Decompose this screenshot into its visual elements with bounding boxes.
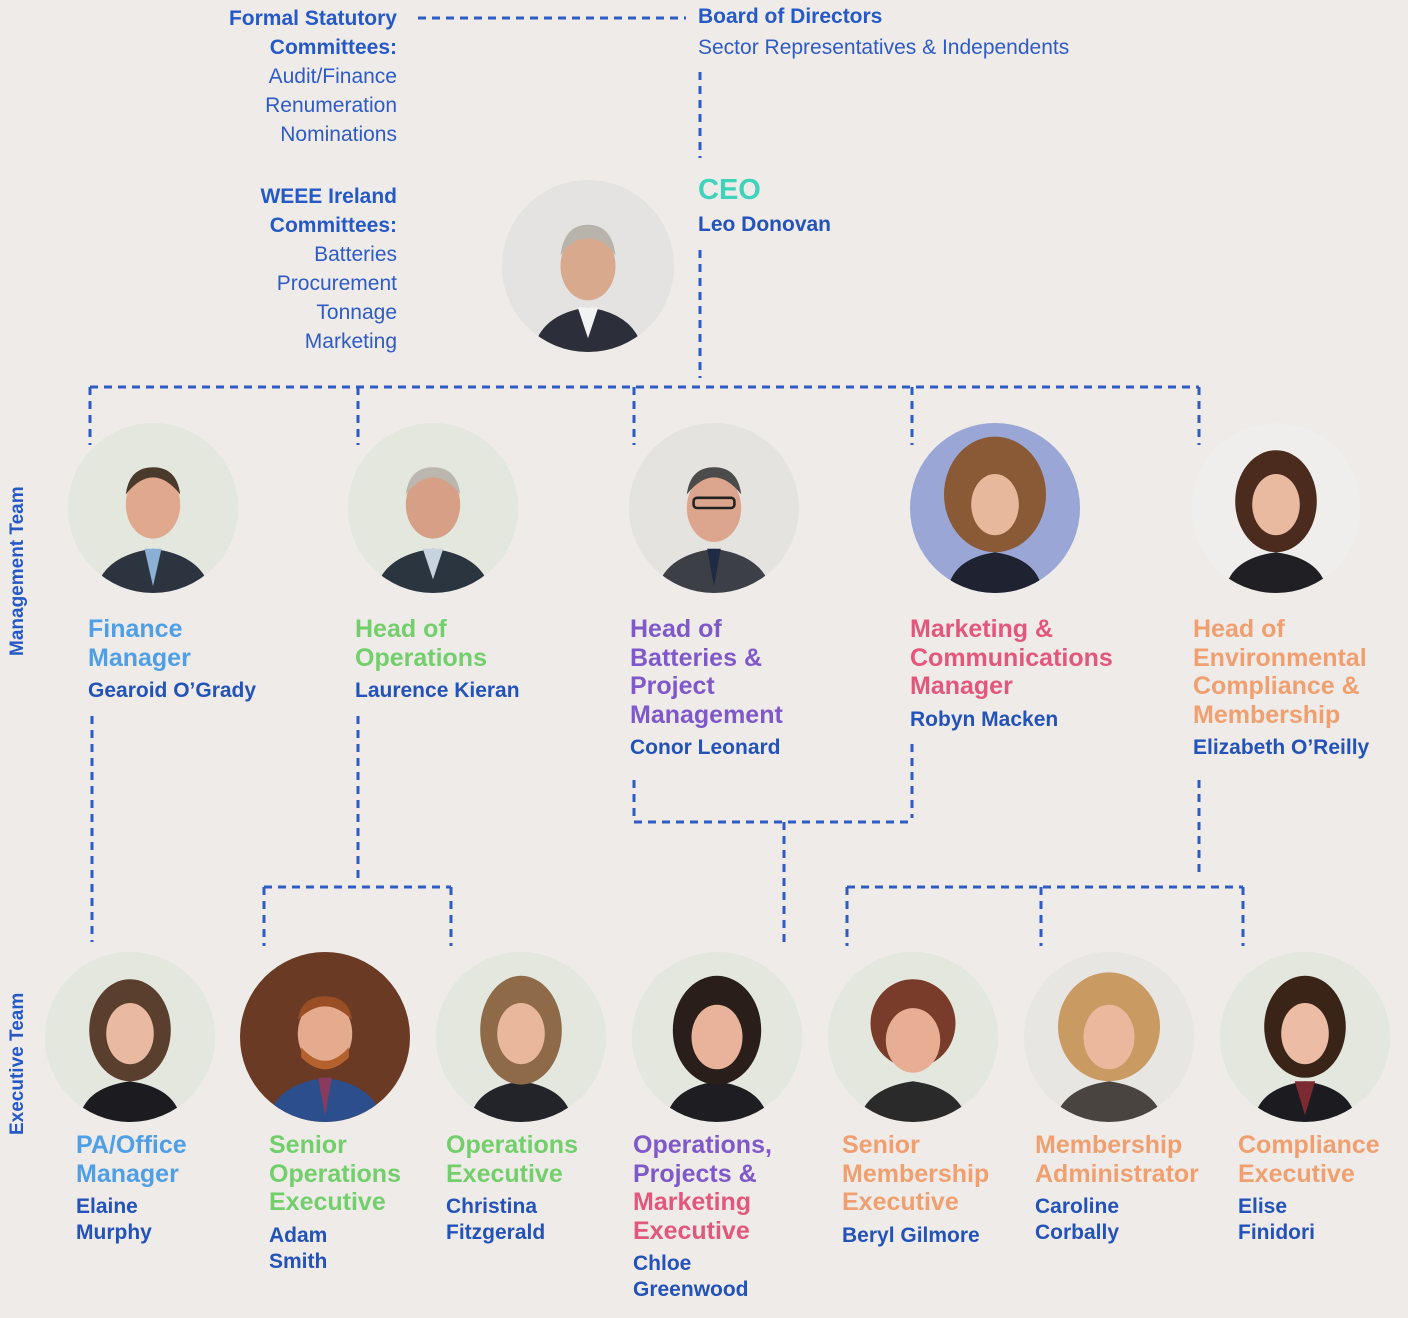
person-name: Robyn Macken bbox=[910, 707, 1059, 731]
formal-committees-heading-2: Committees: bbox=[269, 36, 397, 59]
executive-photo bbox=[240, 952, 410, 1122]
role-title: Operations bbox=[269, 1159, 401, 1188]
ceo-name: Leo Donovan bbox=[698, 213, 832, 236]
committee-item: Batteries bbox=[314, 243, 397, 266]
role-title: Operations bbox=[446, 1131, 578, 1159]
role-title: Head of bbox=[355, 615, 447, 643]
committee-item: Procurement bbox=[276, 272, 397, 295]
committee-item: Renumeration bbox=[265, 94, 397, 117]
management-card-finance: Finance Manager Gearoid O’Grady bbox=[88, 615, 256, 704]
formal-committees-heading-1: Formal Statutory bbox=[228, 7, 397, 30]
management-team-label: Management Team bbox=[7, 486, 28, 656]
role-title: Operations bbox=[355, 643, 487, 672]
committee-item: Audit/Finance bbox=[268, 65, 397, 88]
management-card-environmental: Head of Environmental Compliance & Membe… bbox=[1193, 615, 1369, 761]
management-photo bbox=[1191, 423, 1361, 593]
executive-photo bbox=[1220, 952, 1390, 1122]
person-name: Caroline bbox=[1035, 1195, 1120, 1218]
person-name: Corbally bbox=[1035, 1221, 1120, 1244]
committee-item: Tonnage bbox=[316, 301, 397, 324]
weee-committees-heading-1: WEEE Ireland bbox=[260, 185, 397, 208]
executive-card-membership-admin: Membership Administrator Caroline Corbal… bbox=[1035, 1131, 1199, 1246]
role-title: Senior bbox=[269, 1131, 347, 1159]
role-title: Membership bbox=[1035, 1131, 1183, 1159]
person-name: Laurence Kieran bbox=[355, 679, 520, 702]
role-title: PA/Office bbox=[76, 1131, 187, 1159]
executive-card-senior-ops: Senior Operations Executive Adam Smith bbox=[269, 1131, 401, 1275]
ceo-title: CEO bbox=[698, 174, 761, 206]
board-title: Board of Directors bbox=[698, 5, 883, 28]
role-title: Membership bbox=[1193, 700, 1341, 729]
role-title: Manager bbox=[88, 643, 191, 672]
executive-photo bbox=[632, 952, 802, 1122]
role-title: Executive bbox=[1238, 1159, 1355, 1188]
weee-committees: WEEE Ireland Committees: Batteries Procu… bbox=[260, 182, 397, 356]
board-subtitle: Sector Representatives & Independents bbox=[698, 36, 1070, 59]
management-photo bbox=[629, 423, 799, 593]
formal-committees: Formal Statutory Committees: Audit/Finan… bbox=[229, 4, 397, 149]
executive-card-projects: Operations, Projects & Marketing Executi… bbox=[633, 1131, 772, 1303]
executive-photo bbox=[828, 952, 998, 1122]
role-title: Operations, bbox=[633, 1131, 772, 1159]
person-name: Gearoid O’Grady bbox=[88, 679, 257, 702]
management-card-operations: Head of Operations Laurence Kieran bbox=[355, 615, 520, 704]
person-name: Smith bbox=[269, 1249, 328, 1273]
role-title: Marketing & bbox=[910, 615, 1054, 643]
role-title: Executive bbox=[446, 1159, 563, 1188]
person-name: Chloe bbox=[633, 1252, 692, 1275]
ceo-photo bbox=[502, 180, 674, 352]
role-title: Environmental bbox=[1193, 643, 1367, 672]
role-title: Management bbox=[630, 700, 783, 729]
person-name: Christina bbox=[446, 1195, 538, 1218]
executive-photo bbox=[1024, 952, 1194, 1122]
role-title: Executive bbox=[633, 1216, 750, 1245]
role-title: Communications bbox=[910, 643, 1113, 672]
person-name: Murphy bbox=[76, 1221, 152, 1244]
executive-card-senior-membership: Senior Membership Executive Beryl Gilmor… bbox=[842, 1131, 989, 1249]
executive-card-compliance: Compliance Executive Elise Finidori bbox=[1238, 1131, 1380, 1246]
role-title: Projects & bbox=[633, 1159, 757, 1188]
executive-photo bbox=[45, 952, 215, 1122]
role-title: Manager bbox=[76, 1159, 179, 1188]
executive-team-label: Executive Team bbox=[7, 992, 28, 1135]
role-title: Administrator bbox=[1035, 1159, 1199, 1188]
committee-item: Marketing bbox=[304, 330, 397, 353]
role-title: Manager bbox=[910, 672, 1013, 700]
role-title: Marketing bbox=[633, 1188, 752, 1216]
person-name: Finidori bbox=[1238, 1221, 1315, 1244]
management-photo bbox=[910, 423, 1080, 593]
person-name: Elaine bbox=[76, 1195, 138, 1218]
executive-photo bbox=[436, 952, 606, 1122]
role-title: Head of bbox=[1193, 615, 1285, 643]
person-name: Adam bbox=[269, 1223, 328, 1247]
role-title: Project bbox=[630, 672, 715, 700]
role-title: Head of bbox=[630, 615, 722, 643]
committee-item: Nominations bbox=[280, 123, 397, 146]
role-title: Compliance bbox=[1238, 1131, 1380, 1159]
management-card-batteries: Head of Batteries & Project Management C… bbox=[630, 615, 783, 761]
person-name: Greenwood bbox=[633, 1278, 749, 1301]
role-title: Executive bbox=[269, 1188, 386, 1216]
executive-card-ops: Operations Executive Christina Fitzgeral… bbox=[446, 1131, 578, 1246]
person-name: Fitzgerald bbox=[446, 1221, 546, 1244]
role-title: Batteries & bbox=[630, 643, 762, 672]
person-name: Conor Leonard bbox=[630, 736, 781, 759]
management-card-marketing: Marketing & Communications Manager Robyn… bbox=[910, 615, 1113, 733]
weee-committees-heading-2: Committees: bbox=[269, 214, 397, 237]
executive-card-pa: PA/Office Manager Elaine Murphy bbox=[76, 1131, 187, 1246]
person-name: Beryl Gilmore bbox=[842, 1223, 980, 1247]
management-photo bbox=[68, 423, 238, 593]
person-name: Elise bbox=[1238, 1195, 1288, 1218]
role-title: Finance bbox=[88, 615, 183, 643]
role-title: Membership bbox=[842, 1159, 990, 1188]
role-title: Compliance & bbox=[1193, 672, 1360, 700]
role-title: Senior bbox=[842, 1131, 920, 1159]
management-photo bbox=[348, 423, 518, 593]
person-name: Elizabeth O’Reilly bbox=[1193, 736, 1370, 759]
role-title: Executive bbox=[842, 1188, 959, 1216]
